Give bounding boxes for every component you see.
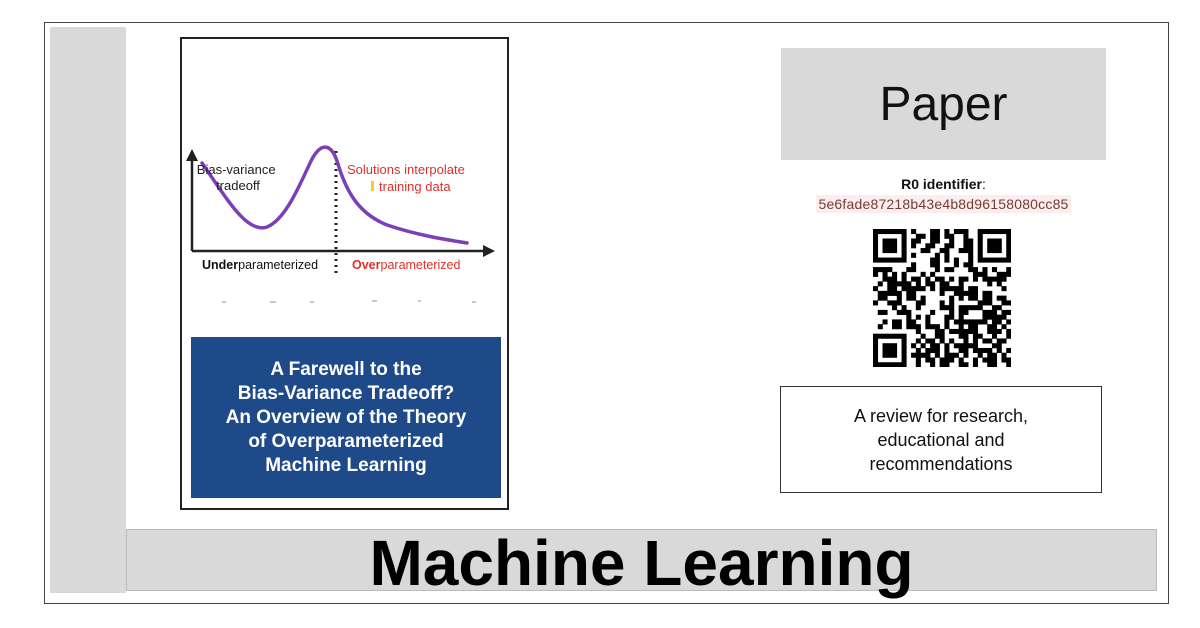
type-label: Paper: [879, 77, 1008, 131]
cover-title-box: A Farewell to the Bias-Variance Tradeoff…: [191, 337, 501, 498]
x-axis-arrow: [483, 245, 495, 257]
category-title: Machine Learning: [369, 527, 914, 599]
right-label-line2: training data: [379, 179, 451, 194]
qr-code-icon[interactable]: [873, 229, 1011, 367]
left-strip: [50, 27, 126, 593]
x-label-right: Overparameterized: [352, 258, 460, 272]
paper-cover[interactable]: Bias-variance tradeoff Solutions interpo…: [180, 37, 509, 510]
category-bar: [126, 529, 1157, 591]
type-badge: Paper: [781, 48, 1106, 160]
identifier-label: R0 identifier:: [901, 176, 986, 192]
left-label: Bias-variance tradeoff: [197, 162, 279, 193]
paper-title: A Farewell to the Bias-Variance Tradeoff…: [225, 358, 467, 476]
risk-curve: [200, 145, 469, 245]
x-label-left: Underparameterized: [202, 258, 318, 272]
identifier-value-row: 5e6fade87218b43e4b8d96158080cc85: [781, 195, 1106, 214]
right-label-line1: Solutions interpolate: [347, 162, 465, 177]
cropped-text-row: [222, 300, 476, 303]
y-axis-arrow: [186, 149, 198, 161]
review-text: A review for research, educational and r…: [853, 405, 1029, 474]
highlight-marker: [371, 181, 374, 191]
identifier-value[interactable]: 5e6fade87218b43e4b8d96158080cc85: [816, 195, 1071, 213]
cover-figure: Bias-variance tradeoff Solutions interpo…: [186, 145, 495, 303]
review-box: A review for research, educational and r…: [780, 386, 1102, 493]
